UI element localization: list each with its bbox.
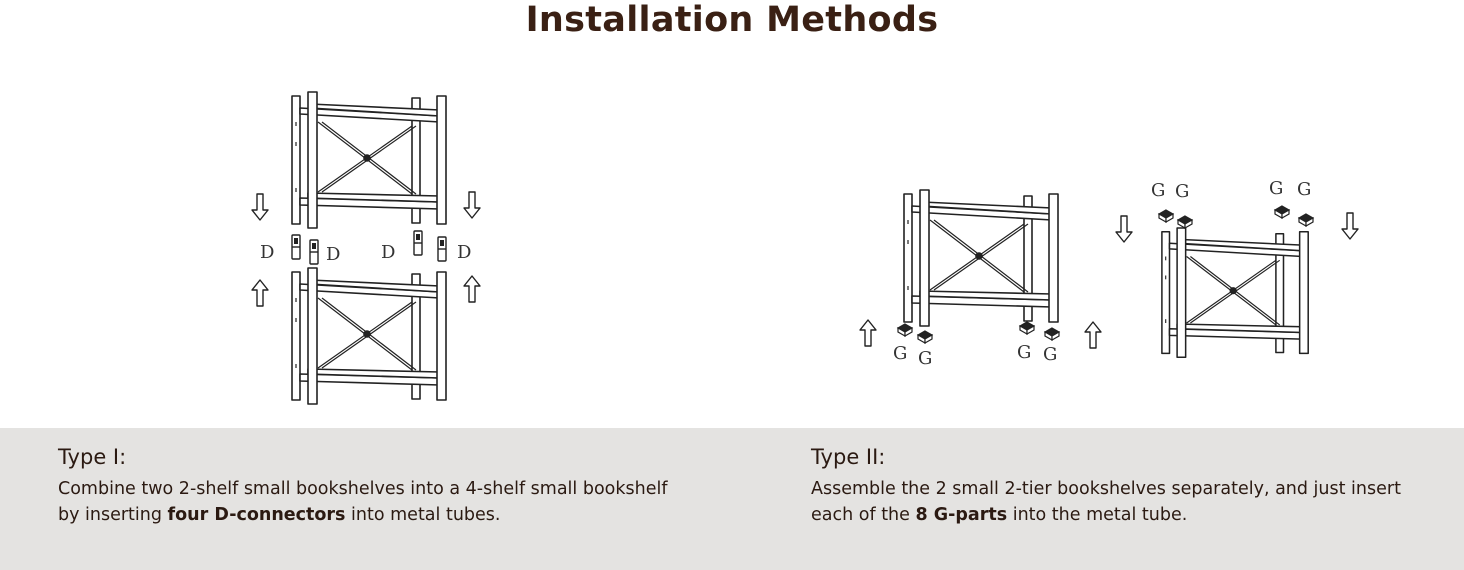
arrow-up-icon: [1084, 321, 1102, 349]
g-label: G: [1175, 181, 1189, 202]
type2-bold: 8 G-parts: [915, 505, 1008, 525]
d-label: D: [260, 242, 274, 263]
type2-text-before: Assemble the 2 small 2-tier bookshelves …: [811, 479, 1401, 525]
page-title: Installation Methods: [525, 0, 939, 40]
type2-text-after: into the metal tube.: [1007, 505, 1188, 525]
g-label: G: [1043, 344, 1057, 365]
g-part-icon: [917, 330, 933, 344]
d-label: D: [457, 242, 471, 263]
bookshelf-icon: [1161, 227, 1309, 358]
arrow-up-icon: [463, 275, 481, 303]
bookshelf-icon: [291, 267, 447, 405]
d-label: D: [381, 242, 395, 263]
g-part-icon: [1298, 213, 1314, 227]
type1-text-after: into metal tubes.: [345, 505, 501, 525]
type1-heading: Type I:: [58, 445, 127, 469]
g-label: G: [1269, 178, 1283, 199]
d-label: D: [326, 244, 340, 265]
g-label: G: [1017, 342, 1031, 363]
bookshelf-icon: [291, 91, 447, 229]
type1-bold: four D-connectors: [167, 505, 346, 525]
arrow-down-icon: [463, 191, 481, 219]
g-label: G: [1297, 179, 1311, 200]
type1-section: Type I: Combine two 2-shelf small booksh…: [58, 442, 678, 528]
g-part-icon: [897, 323, 913, 337]
arrow-down-icon: [251, 193, 269, 221]
g-part-icon: [1044, 327, 1060, 341]
type2-description: Assemble the 2 small 2-tier bookshelves …: [811, 476, 1431, 528]
g-label: G: [893, 343, 907, 364]
type1-description: Combine two 2-shelf small bookshelves in…: [58, 476, 678, 528]
type2-section: Type II: Assemble the 2 small 2-tier boo…: [811, 442, 1431, 528]
type2-heading: Type II:: [811, 445, 886, 469]
arrow-down-icon: [1115, 215, 1133, 243]
d-connector-icon: [413, 230, 423, 256]
g-part-icon: [1019, 321, 1035, 335]
g-part-icon: [1177, 215, 1193, 229]
description-panel: Type I: Combine two 2-shelf small booksh…: [0, 428, 1464, 570]
arrow-down-icon: [1341, 212, 1359, 240]
g-part-icon: [1158, 209, 1174, 223]
d-connector-icon: [437, 236, 447, 262]
installation-diagram: D D D D G G G G G G G G: [0, 44, 1464, 428]
g-label: G: [1151, 180, 1165, 201]
type1-text-before: Combine two 2-shelf small bookshelves in…: [58, 479, 668, 525]
arrow-up-icon: [859, 319, 877, 347]
g-part-icon: [1274, 205, 1290, 219]
arrow-up-icon: [251, 279, 269, 307]
d-connector-icon: [309, 239, 319, 265]
bookshelf-icon: [903, 189, 1059, 327]
g-label: G: [918, 348, 932, 369]
d-connector-icon: [291, 234, 301, 260]
